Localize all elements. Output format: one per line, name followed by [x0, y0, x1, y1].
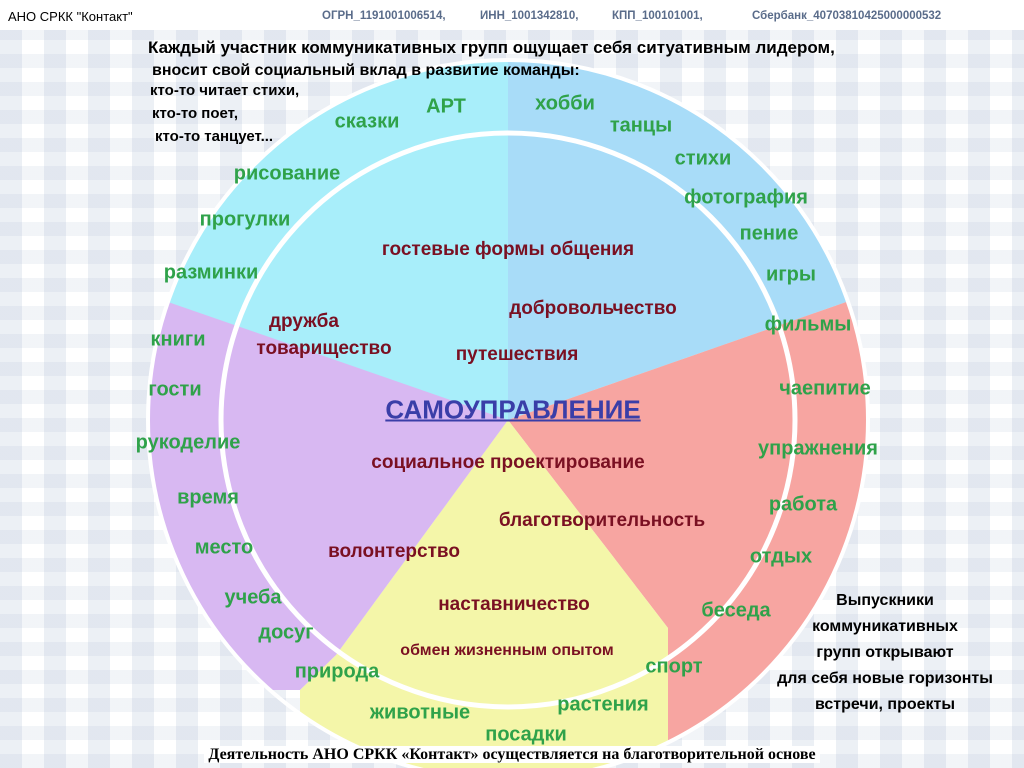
- footer-text: Деятельность АНО СРКК «Контакт» осуществ…: [204, 746, 820, 763]
- footer-note: Деятельность АНО СРКК «Контакт» осуществ…: [0, 746, 1024, 764]
- label-chaepitie: чаепитие: [779, 377, 871, 400]
- graduates-line-3: групп открывают: [816, 644, 954, 661]
- label-puteshestviya: путешествия: [455, 344, 579, 365]
- sector-leisure: [508, 240, 868, 768]
- label-blagotvoritelnost: благотворительность: [498, 510, 706, 531]
- label-stikhi: стихи: [674, 147, 732, 170]
- label-tantsy: танцы: [609, 114, 673, 137]
- intro-line-3: кто-то читает стихи,: [150, 82, 300, 99]
- label-tovarishchestvo: товарищество: [256, 338, 392, 359]
- kpp: КПП_100101001,: [612, 10, 703, 22]
- label-rasteniya: растения: [557, 693, 649, 716]
- org-name: АНО СРКК "Контакт": [8, 9, 133, 24]
- label-druzhba: дружба: [269, 311, 339, 332]
- label-knigi: книги: [150, 328, 206, 351]
- bank-account: Сбербанк_40703810425000000532: [752, 10, 942, 22]
- label-rukodelie: рукоделие: [135, 431, 241, 454]
- intro-line-4: кто-то поет,: [152, 105, 239, 122]
- label-volonterstvo: волонтерство: [328, 541, 460, 562]
- intro-line-5: кто-то танцует...: [155, 128, 274, 145]
- label-obmen: обмен жизненным опытом: [400, 642, 614, 659]
- label-dosug: досуг: [258, 621, 314, 644]
- label-dobrovolchestvo: добровольчество: [509, 298, 677, 319]
- label-nastavnichestvo: наставничество: [438, 594, 590, 615]
- label-priroda: природа: [294, 660, 380, 683]
- label-skazki: сказки: [334, 110, 400, 133]
- label-rabota: работа: [768, 493, 838, 516]
- label-penie: пение: [739, 222, 799, 245]
- label-vremya: время: [177, 486, 239, 509]
- label-zhivotnye: животные: [369, 701, 471, 724]
- inn: ИНН_1001342810,: [480, 10, 579, 22]
- outer-ring: [146, 58, 870, 768]
- label-igry: игры: [766, 263, 816, 286]
- label-posadki: посадки: [485, 723, 567, 746]
- intro-line-2: вносит свой социальный вклад в развитие …: [152, 62, 580, 79]
- label-socproekt: социальное проектирование: [371, 452, 645, 473]
- label-progulki: прогулки: [199, 208, 291, 231]
- sector-nature: [300, 420, 668, 768]
- sector-hobby: [508, 60, 868, 420]
- graduates-note: Выпускники коммуникативных групп открыва…: [760, 588, 1010, 718]
- label-ucheba: учеба: [224, 586, 282, 609]
- label-sport: спорт: [645, 655, 703, 678]
- label-beseda: беседа: [701, 599, 771, 622]
- label-mesto: место: [194, 536, 254, 559]
- graduates-line-4: для себя новые горизонты: [777, 670, 993, 687]
- label-art: АРТ: [426, 95, 466, 118]
- graduates-line-5: встречи, проекты: [814, 696, 956, 713]
- label-gosti: гости: [148, 378, 202, 401]
- graduates-line-1: Выпускники: [836, 592, 934, 609]
- label-gostevye: гостевые формы общения: [381, 239, 635, 260]
- label-risovanie: рисование: [233, 162, 341, 185]
- label-razminki: разминки: [163, 261, 259, 284]
- graduates-line-2: коммуникативных: [812, 618, 958, 635]
- inner-ring: [218, 130, 798, 710]
- label-hobbi: хобби: [535, 92, 595, 115]
- ogrn: ОГРН_1191001006514,: [322, 10, 446, 22]
- center-title: САМОУПРАВЛЕНИЕ: [385, 394, 641, 425]
- label-uprazhneniya: упражнения: [758, 437, 878, 460]
- header-strip: [0, 0, 1024, 30]
- label-filmy: фильмы: [764, 313, 852, 336]
- label-otdykh: отдых: [749, 545, 813, 568]
- label-fotografiya: фотография: [684, 186, 808, 209]
- intro-line-1: Каждый участник коммуникативных групп ощ…: [148, 38, 835, 57]
